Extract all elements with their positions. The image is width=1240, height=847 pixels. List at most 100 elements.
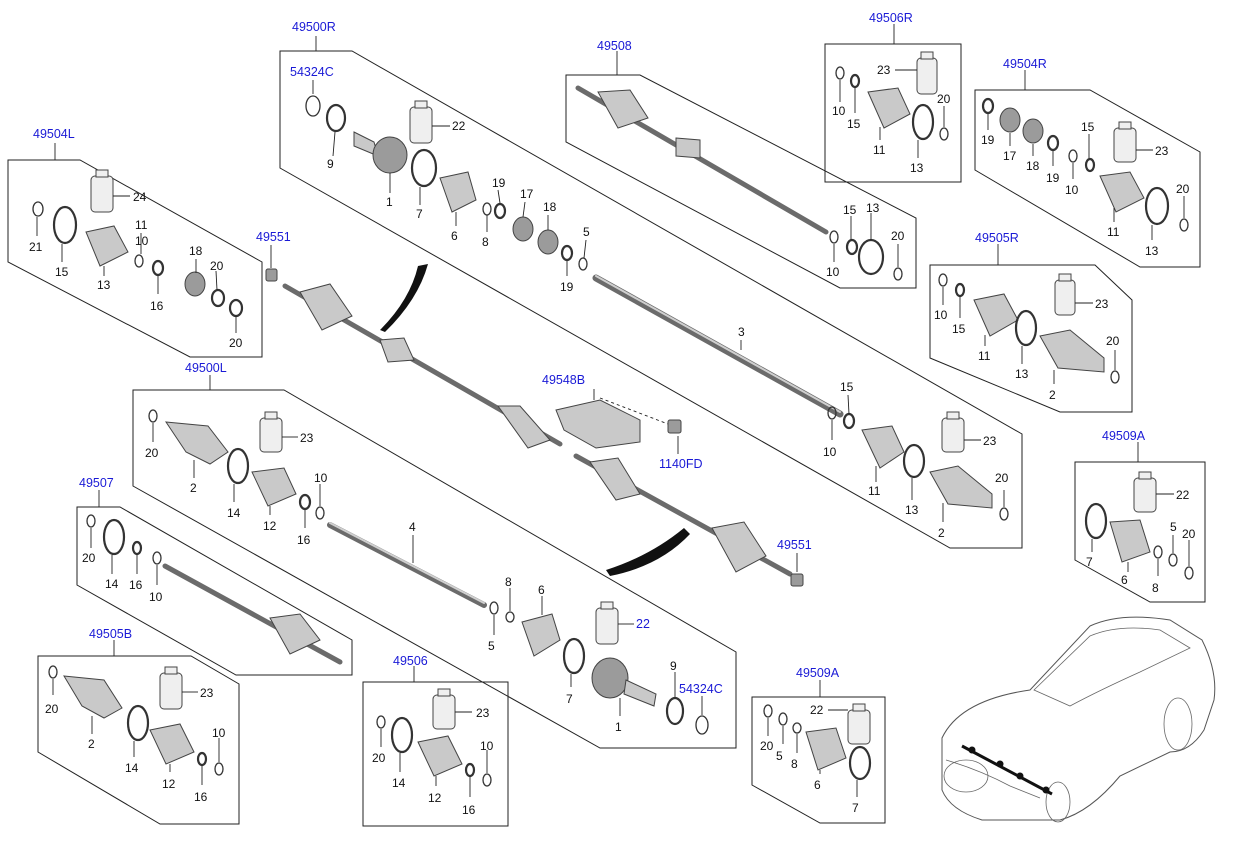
ring-15-49504R[interactable]: [1084, 157, 1096, 173]
band-14-49507[interactable]: [102, 518, 126, 556]
group-code-49509A-right[interactable]: 49509A: [1102, 429, 1146, 443]
ring-19a-49504R[interactable]: [981, 97, 995, 115]
central-lower-outer-joint[interactable]: [711, 521, 767, 573]
ring-10-49505B[interactable]: [214, 762, 224, 776]
grease-tube-49505B[interactable]: [159, 672, 183, 710]
band-14-49506[interactable]: [390, 716, 414, 754]
boot-49505R[interactable]: [973, 293, 1019, 337]
group-code-49507[interactable]: 49507: [79, 476, 114, 490]
heat-shield-bracket[interactable]: [555, 399, 641, 449]
ring-20-49505R[interactable]: [1110, 370, 1120, 384]
band-14-49505B[interactable]: [126, 704, 150, 742]
band-7-49509A-right[interactable]: [1084, 502, 1108, 540]
ring-11[interactable]: [134, 254, 144, 268]
ring-10-49506R[interactable]: [835, 66, 845, 80]
group-code-49506R[interactable]: 49506R: [869, 11, 913, 25]
small-clamp[interactable]: [482, 202, 492, 216]
outer-boot[interactable]: [439, 171, 477, 213]
label-22-49500L[interactable]: 22: [636, 617, 650, 631]
band-49504R[interactable]: [1144, 186, 1170, 226]
nut-49551-upper[interactable]: [265, 268, 278, 282]
ring-20a[interactable]: [210, 288, 226, 308]
band-49506R[interactable]: [911, 103, 935, 141]
boot-13[interactable]: [85, 225, 129, 267]
ring-20b[interactable]: [228, 298, 244, 318]
group-code-49505R[interactable]: 49505R: [975, 231, 1019, 245]
ring-20-49500L[interactable]: [148, 409, 158, 423]
boot-band-13[interactable]: [902, 443, 926, 479]
grease-tube-24[interactable]: [90, 175, 114, 213]
group-code-49505B[interactable]: 49505B: [89, 627, 132, 641]
ring-10-49504R[interactable]: [1068, 149, 1078, 163]
outer-joint-49508[interactable]: [597, 89, 649, 129]
tripod-17-49504R[interactable]: [999, 107, 1021, 133]
ring-15-right[interactable]: [842, 412, 856, 430]
central-inner-joint[interactable]: [497, 405, 551, 449]
tone-wheel-9-49500L[interactable]: [665, 696, 685, 726]
ring-19b-49504R[interactable]: [1046, 134, 1060, 152]
ring-20-49509A-right[interactable]: [1184, 566, 1194, 580]
nut-49551-lower[interactable]: [790, 573, 804, 587]
band-7-49509A-bottom[interactable]: [848, 745, 872, 781]
boot-49504R[interactable]: [1099, 171, 1145, 213]
ring-16-49500L[interactable]: [298, 493, 312, 511]
inner-joint-housing[interactable]: [929, 465, 993, 509]
ring-5-49500L[interactable]: [489, 601, 499, 615]
ring-16-49507[interactable]: [131, 540, 143, 556]
ring-10-49507[interactable]: [152, 551, 162, 565]
boot-band[interactable]: [410, 148, 438, 188]
grease-tube-49505R[interactable]: [1054, 279, 1076, 316]
ring-5-49509A-bottom[interactable]: [778, 712, 788, 726]
ref-49548B[interactable]: 49548B: [542, 373, 585, 387]
boot-12-49506[interactable]: [417, 735, 463, 777]
boot-12-49500L[interactable]: [251, 467, 297, 507]
ring-20-49509A-bottom[interactable]: [763, 704, 773, 718]
grease-tube-49506R[interactable]: [916, 57, 938, 95]
band-14-49500L[interactable]: [226, 447, 250, 485]
boot-6-49500L[interactable]: [521, 613, 561, 657]
tripod-bearing-a[interactable]: [512, 216, 534, 242]
ring-10-49500L[interactable]: [315, 506, 325, 520]
tripod-18[interactable]: [184, 271, 206, 297]
ring-20-49506[interactable]: [376, 715, 386, 729]
tripod-18-49504R[interactable]: [1022, 118, 1044, 144]
group-code-49500R[interactable]: 49500R: [292, 20, 336, 34]
clamp-8-49500L[interactable]: [505, 611, 515, 623]
tone-wheel[interactable]: [325, 103, 347, 133]
grease-tube-49500L[interactable]: [259, 417, 283, 453]
ring-10-49506[interactable]: [482, 773, 492, 787]
ring-5-49509A-right[interactable]: [1168, 553, 1178, 567]
boot-6-49509A-right[interactable]: [1109, 519, 1151, 563]
ring-20-49507[interactable]: [86, 514, 96, 528]
tripod-bearing-b[interactable]: [537, 229, 559, 255]
housing-49505R[interactable]: [1039, 329, 1105, 373]
inner-boot-49508[interactable]: [675, 137, 701, 159]
grease-tube-23[interactable]: [941, 417, 965, 453]
band-13-49508[interactable]: [857, 238, 885, 276]
central-outer-joint[interactable]: [299, 283, 353, 331]
grease-tube-22-49500L[interactable]: [595, 607, 619, 645]
housing-49505B[interactable]: [63, 675, 123, 719]
grease-tube[interactable]: [409, 106, 433, 144]
grease-tube-49509A-right[interactable]: [1133, 477, 1157, 513]
ring-16-49506[interactable]: [464, 762, 476, 778]
ring-10-49505R[interactable]: [938, 273, 948, 287]
shaft-49507[interactable]: [162, 563, 343, 665]
boot-49506R[interactable]: [867, 87, 911, 129]
outer-cv-joint[interactable]: [372, 136, 408, 174]
group-code-49500L[interactable]: 49500L: [185, 361, 227, 375]
ring-10-49508[interactable]: [829, 230, 839, 244]
ring-16-49505B[interactable]: [196, 751, 208, 767]
snap-ring-a[interactable]: [493, 202, 507, 220]
bar-shaft-3[interactable]: [592, 274, 844, 418]
clamp-8-49509A-bottom[interactable]: [792, 722, 802, 734]
ring-15-49505R[interactable]: [954, 282, 966, 298]
snap-ring-b[interactable]: [560, 244, 574, 262]
ring-21[interactable]: [32, 201, 44, 217]
grease-tube-49506[interactable]: [432, 694, 456, 730]
abs-tone-ring[interactable]: [305, 95, 321, 117]
outer-joint-49507[interactable]: [269, 613, 321, 655]
ring-20-right[interactable]: [999, 507, 1009, 521]
outer-joint-1-49500L[interactable]: [591, 657, 629, 699]
group-code-49504L[interactable]: 49504L: [33, 127, 75, 141]
